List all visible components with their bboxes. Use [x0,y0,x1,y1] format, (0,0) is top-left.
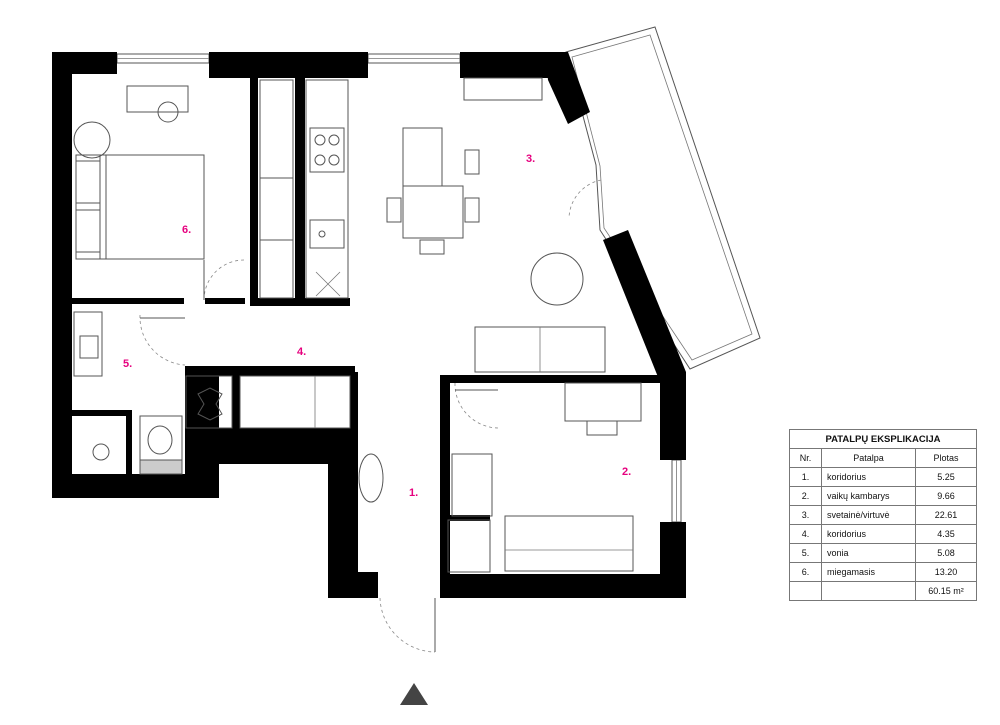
total-empty-name [821,581,916,601]
kitchen-counter [305,79,349,299]
legend-header-area: Plotas [915,448,977,468]
walls [52,52,686,598]
row-area: 5.25 [915,467,977,487]
row-nr: 4. [789,524,822,544]
dining-table [386,77,543,255]
row-area: 13.20 [915,562,977,582]
row-name: miegamasis [821,562,916,582]
row-name: vaikų kambarys [821,486,916,506]
doors [139,179,602,653]
bathroom-fixtures [73,311,233,475]
row-name: vonia [821,543,916,563]
row-nr: 5. [789,543,822,563]
row-nr: 1. [789,467,822,487]
table-row: 4. koridorius 4.35 [789,524,977,544]
row-name: koridorius [821,524,916,544]
room-number-4: 4. [297,346,306,358]
room-number-6: 6. [182,224,191,236]
legend-header-nr: Nr. [789,448,822,468]
row-area: 5.08 [915,543,977,563]
row-name: svetainė/virtuvė [821,505,916,525]
row-name: koridorius [821,467,916,487]
room-number-5: 5. [123,358,132,370]
total-empty-nr [789,581,822,601]
table-row: 6. miegamasis 13.20 [789,562,977,582]
bedroom-furniture [73,79,294,299]
row-area: 22.61 [915,505,977,525]
table-row: 1. koridorius 5.25 [789,467,977,487]
row-nr: 6. [789,562,822,582]
table-row: 2. vaikų kambarys 9.66 [789,486,977,506]
legend-total-row: 60.15 m² [789,581,977,601]
row-area: 4.35 [915,524,977,544]
balcony [565,26,761,370]
legend-total-area: 60.15 m² [915,581,977,601]
row-nr: 3. [789,505,822,525]
legend-header-name: Patalpa [821,448,916,468]
hall-storage [239,375,384,503]
table-row: 3. svetainė/virtuvė 22.61 [789,505,977,525]
room-number-1: 1. [409,487,418,499]
legend-title: PATALPŲ EKSPLIKACIJA [789,429,977,449]
room-number-2: 2. [622,466,631,478]
childrens-room-furniture [447,382,642,573]
living-room-furniture [474,252,606,373]
legend-header-row: Nr. Patalpa Plotas [789,448,977,468]
table-row: 5. vonia 5.08 [789,543,977,563]
room-schedule-table: PATALPŲ EKSPLIKACIJA Nr. Patalpa Plotas … [789,429,977,601]
room-number-3: 3. [526,153,535,165]
row-nr: 2. [789,486,822,506]
row-area: 9.66 [915,486,977,506]
triangle-up-icon [400,683,428,705]
